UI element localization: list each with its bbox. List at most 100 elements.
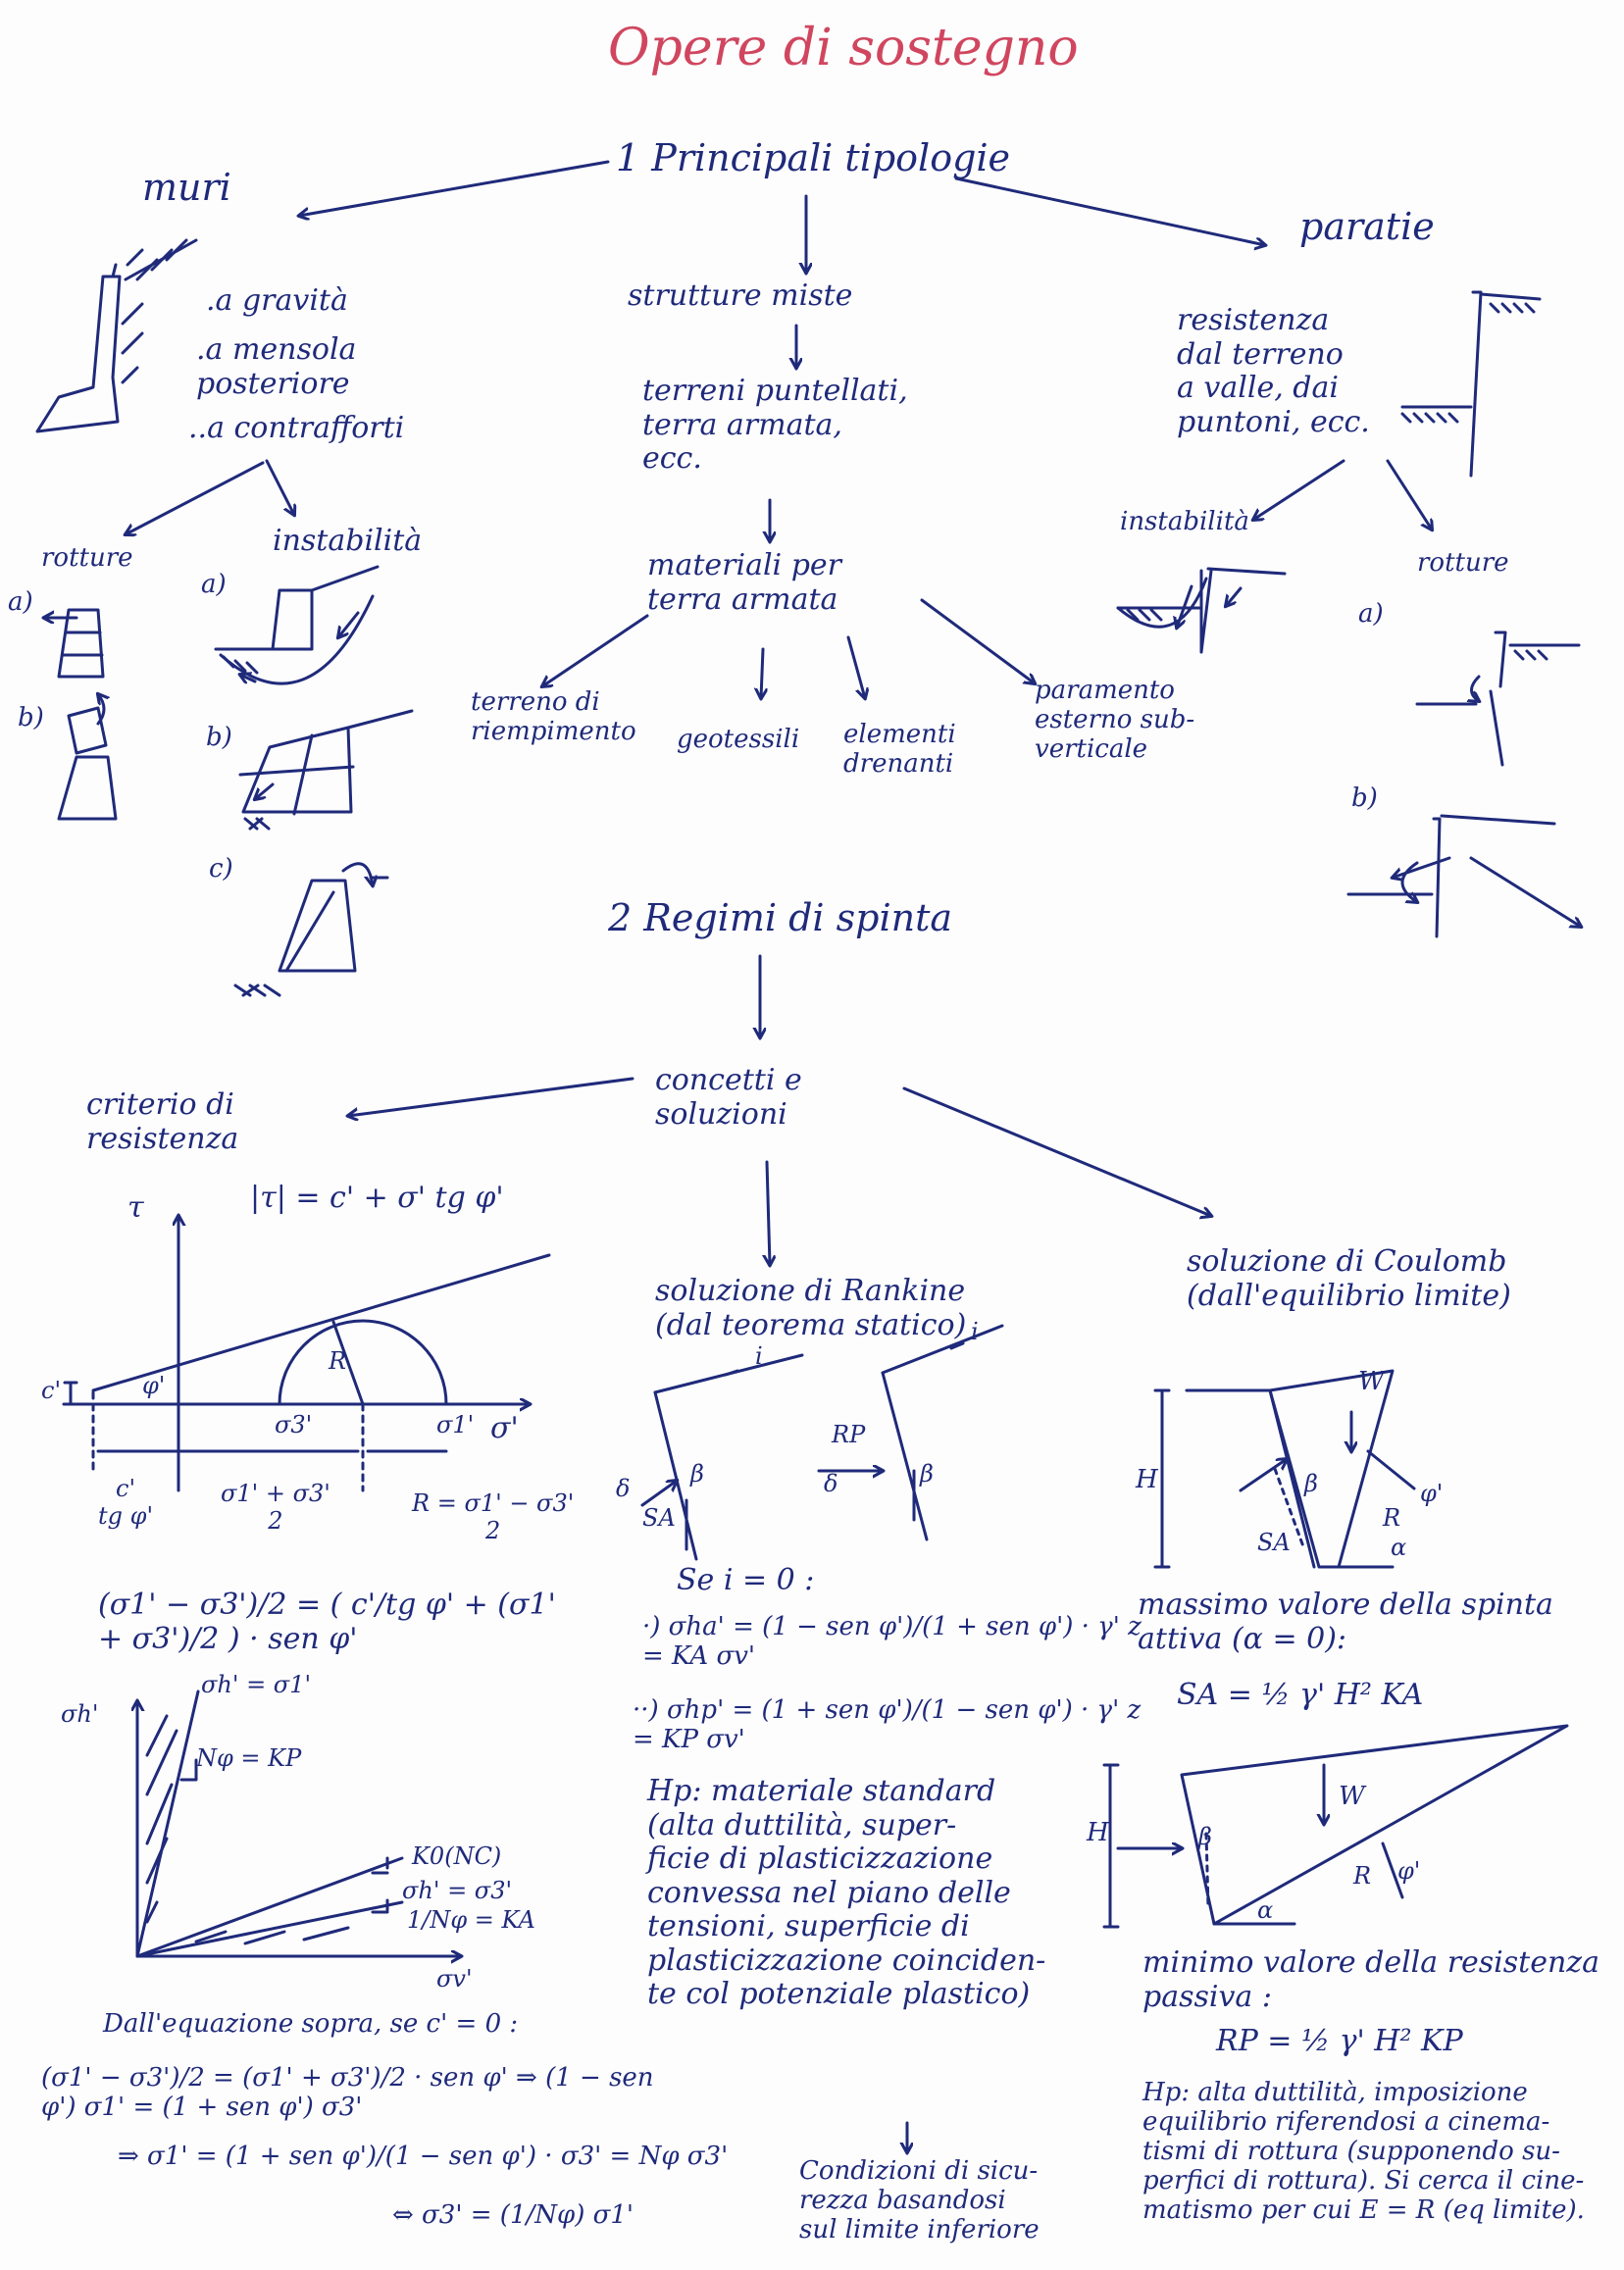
coulomb-h-passive: H xyxy=(1087,1818,1109,1847)
rankine-passive-sketch xyxy=(817,1324,1004,1541)
muri-rotture-sketches xyxy=(44,608,118,821)
paratie-label: paratie xyxy=(1299,205,1435,248)
concetti-soluzioni: concetti e soluzioni xyxy=(655,1063,802,1132)
sigma-axis-label: σ' xyxy=(490,1411,519,1445)
section1-heading: 1 Principali tipologie xyxy=(616,136,1011,179)
page-title: Opere di sostegno xyxy=(608,19,1079,77)
mohr-main-equation: (σ1' − σ3')/2 = ( c'/tg φ' + (σ1' + σ3')… xyxy=(98,1588,556,1656)
np-kp-label: Nφ = KP xyxy=(196,1744,302,1772)
rankine-se-i-zero: Se i = 0 : xyxy=(677,1563,815,1597)
coulomb-minimo: minimo valore della resistenza passiva : xyxy=(1142,1945,1599,2014)
rankine-kp-equation: ··) σhp' = (1 + sen φ')/(1 − sen φ') · γ… xyxy=(633,1695,1142,1754)
rankine-condizioni: Condizioni di sicu- rezza basandosi sul … xyxy=(799,2156,1040,2245)
coulomb-w-passive: W xyxy=(1339,1782,1365,1811)
coulomb-label: soluzione di Coulomb (dall'equilibrio li… xyxy=(1187,1244,1511,1313)
strutture-miste-examples: terreni puntellati, terra armata, ecc. xyxy=(642,374,908,476)
coulomb-passive-sketch xyxy=(1102,1724,1569,1929)
section1-arrows xyxy=(126,160,1432,698)
coulomb-beta-passive: β xyxy=(1198,1823,1212,1850)
paratie-resistenza: resistenza dal terreno a valle, dai punt… xyxy=(1177,303,1370,439)
coulomb-sa-equation: SA = ½ γ' H² KA xyxy=(1177,1678,1424,1712)
paratia-sketch xyxy=(1400,290,1542,478)
component-elementi-drenanti: elementi drenanti xyxy=(843,720,956,779)
tau-axis-label: τ xyxy=(127,1190,144,1225)
rankine-beta-passive: β xyxy=(920,1460,934,1488)
muri-rotture-b: b) xyxy=(18,703,44,732)
criterio-label: criterio di resistenza xyxy=(86,1087,239,1156)
paratie-instabilita-label: instabilità xyxy=(1120,507,1249,536)
coulomb-r-active: R xyxy=(1383,1504,1401,1532)
dim-center: σ1' + σ3' 2 xyxy=(221,1480,330,1535)
paratie-rotture-a: a) xyxy=(1358,599,1384,629)
coulomb-sa-label: SA xyxy=(1257,1529,1291,1556)
instabilita-c-sketch xyxy=(233,862,389,997)
graph2-x-label: σv' xyxy=(436,1965,473,1993)
materiali-terra-armata: materiali per terra armata xyxy=(647,548,841,617)
sigma3-eq-label: σh' = σ3' xyxy=(402,1877,513,1904)
k0-label: K0(NC) xyxy=(412,1842,502,1870)
kp-ka-diagram xyxy=(137,1690,461,1956)
rankine-rp-label: RP xyxy=(832,1421,866,1448)
rankine-delta-passive: δ xyxy=(824,1470,838,1497)
muri-type-mensola: .a mensola posteriore xyxy=(196,332,357,401)
mohr-circle-diagram xyxy=(62,1216,551,1492)
dalle-equazione: Dall'equazione sopra, se c' = 0 : xyxy=(103,2009,519,2039)
coulomb-active-sketch xyxy=(1153,1369,1416,1569)
sigma3-label: σ3' xyxy=(275,1411,313,1438)
coulomb-w-active: W xyxy=(1358,1367,1385,1396)
coulomb-beta-active: β xyxy=(1304,1470,1318,1497)
paratie-rotture-label: rotture xyxy=(1417,548,1509,578)
coulomb-rp-equation: RP = ½ γ' H² KP xyxy=(1216,2024,1463,2058)
dim-c-over-tgphi: c' tg φ' xyxy=(98,1475,154,1530)
rankine-label: soluzione di Rankine (dal teorema static… xyxy=(655,1274,967,1342)
muri-type-contrafforti: ..a contrafforti xyxy=(188,411,405,445)
muri-instabilita-b: b) xyxy=(206,723,232,752)
instabilita-a-sketch xyxy=(214,565,380,685)
derivation-eq1: (σ1' − σ3')/2 = (σ1' + σ3')/2 · sen φ' ⇒… xyxy=(41,2063,654,2122)
paratia-rotture-sketches xyxy=(1346,631,1581,938)
phi-label: φ' xyxy=(142,1372,166,1399)
rankine-ka-equation: ·) σha' = (1 − sen φ')/(1 + sen φ') · γ'… xyxy=(642,1612,1142,1671)
rankine-i-passive: i xyxy=(971,1318,979,1345)
section2-arrows xyxy=(348,954,1211,2152)
coulomb-phi-passive: φ' xyxy=(1397,1857,1421,1885)
rankine-beta-active: β xyxy=(690,1460,704,1488)
muri-instabilita-label: instabilità xyxy=(273,524,423,558)
derivation-eq3: ⇔ σ3' = (1/Nφ) σ1' xyxy=(392,2200,634,2230)
coulomb-alpha-active: α xyxy=(1391,1534,1407,1561)
rankine-i-active: i xyxy=(755,1342,763,1370)
muri-label: muri xyxy=(142,166,231,209)
component-geotessili: geotessili xyxy=(677,725,800,754)
coulomb-h-active: H xyxy=(1136,1465,1158,1494)
coulomb-alpha-passive: α xyxy=(1257,1896,1274,1924)
muri-rotture-a: a) xyxy=(8,587,33,617)
strutture-miste-label: strutture miste xyxy=(628,278,853,313)
coulomb-massimo: massimo valore della spinta attiva (α = … xyxy=(1138,1588,1553,1656)
component-terreno-riempimento: terreno di riempimento xyxy=(471,687,636,746)
sigma1-label: σ1' xyxy=(436,1411,475,1438)
muri-instabilita-c: c) xyxy=(209,854,233,883)
ka-label: 1/Nφ = KA xyxy=(407,1906,535,1934)
coulomb-phi-active: φ' xyxy=(1420,1480,1444,1507)
muri-instabilita-a: a) xyxy=(201,570,227,599)
graph2-y-label: σh' xyxy=(61,1700,99,1728)
derivation-eq2: ⇒ σ1' = (1 + sen φ')/(1 − sen φ') · σ3' … xyxy=(118,2142,729,2171)
coulomb-hypothesis: Hp: alta duttilità, imposizione equilibr… xyxy=(1142,2078,1585,2225)
component-paramento-esterno: paramento esterno sub-verticale xyxy=(1035,676,1195,764)
radius-label: R xyxy=(329,1347,347,1375)
criterio-equation: |τ| = c' + σ' tg φ' xyxy=(250,1181,504,1215)
instabilita-b-sketch xyxy=(238,709,414,831)
paratia-instabilita-sketch xyxy=(1116,567,1287,654)
gravity-wall-sketch xyxy=(35,238,198,433)
section2-heading: 2 Regimi di spinta xyxy=(608,896,953,939)
rankine-sa-label: SA xyxy=(642,1504,676,1532)
graph2-top-label: σh' = σ1' xyxy=(201,1671,312,1698)
muri-type-gravita: .a gravità xyxy=(206,283,348,318)
rankine-active-sketch xyxy=(640,1353,804,1561)
paratie-rotture-b: b) xyxy=(1351,783,1378,813)
dim-radius: R = σ1' − σ3' 2 xyxy=(412,1489,575,1544)
rankine-delta-active: δ xyxy=(616,1475,631,1502)
muri-rotture-label: rotture xyxy=(41,543,133,573)
coulomb-r-passive: R xyxy=(1353,1862,1372,1890)
